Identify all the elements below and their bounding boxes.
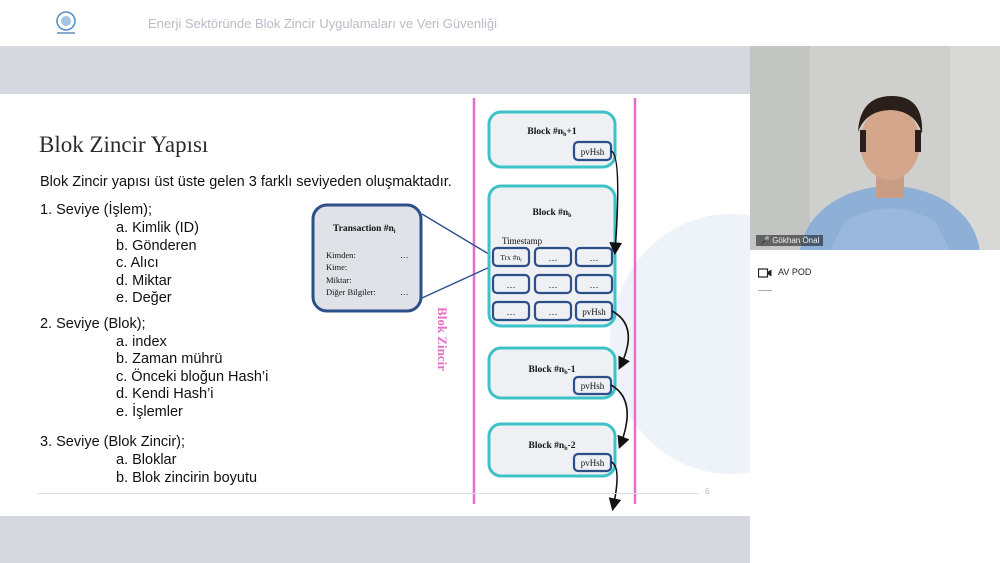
participant-name-tag: 🎤 Gökhan Önal xyxy=(756,235,824,246)
hash-arrow-next-to-current xyxy=(609,150,623,256)
transaction-field: Kimden: xyxy=(326,250,356,260)
trx-cell-highlighted xyxy=(491,246,531,268)
trx-cell xyxy=(533,273,573,295)
hash-arrow-prev2-down xyxy=(608,461,622,512)
block-next-hash: pvHsh xyxy=(581,147,605,157)
level-2-item: d. Kendi Hash’i xyxy=(116,386,214,402)
level-3-item: b. Blok zincirin boyutu xyxy=(116,470,258,486)
trx-cell xyxy=(491,300,531,322)
transaction-field-value: … xyxy=(400,250,409,260)
level-2-item: b. Zaman mührü xyxy=(116,351,223,367)
tx-connector-top xyxy=(421,213,493,257)
level-1-item: d. Miktar xyxy=(116,273,172,289)
trx-cell-ellipsis: … xyxy=(507,307,516,317)
block-next-label: Block #nb+1 xyxy=(527,127,576,138)
conference-header: Enerji Sektöründe Blok Zincir Uygulamala… xyxy=(0,0,1000,46)
trx-cell xyxy=(574,246,614,268)
av-pod-label: AV POD xyxy=(778,267,812,277)
level-2-item: e. İşlemler xyxy=(116,404,183,420)
hash-arrow-current-to-prev1 xyxy=(611,310,630,370)
trx-cell-ellipsis: … xyxy=(549,280,558,290)
transaction-field: Kime: xyxy=(326,262,347,272)
conference-title: Enerji Sektöründe Blok Zincir Uygulamala… xyxy=(148,16,497,31)
av-pod-bar[interactable]: AV POD xyxy=(750,264,1000,283)
trx-cell-ellipsis: … xyxy=(549,253,558,263)
block-current-timestamp: Timestamp xyxy=(502,236,543,246)
slide-intro: Blok Zincir yapısı üst üste gelen 3 fark… xyxy=(40,174,452,190)
block-prev-1-label: Block #nb-1 xyxy=(529,365,576,376)
shared-slide: Blok Zincir Yapısı Blok Zincir yapısı üs… xyxy=(0,94,750,516)
trx-cell-ellipsis: … xyxy=(549,307,558,317)
level-1-item: b. Gönderen xyxy=(116,238,197,254)
participant-name: Gökhan Önal xyxy=(772,236,820,245)
hash-arrow-prev1-to-prev2 xyxy=(610,384,630,449)
trx-cell xyxy=(533,246,573,268)
participant-panel: 🎤 Gökhan Önal AV POD xyxy=(750,46,1000,563)
slide-page-number: 6 xyxy=(705,487,710,496)
trx-cell-ellipsis: … xyxy=(590,280,599,290)
video-camera-icon xyxy=(758,268,772,278)
trx-cell-label: Trx #ni xyxy=(500,253,522,264)
transaction-field-value: … xyxy=(400,287,409,297)
trx-cell-ellipsis: … xyxy=(507,280,516,290)
transaction-field: Diğer Bilgiler: xyxy=(326,287,376,297)
participant-video[interactable]: 🎤 Gökhan Önal xyxy=(750,46,1000,250)
level-2-heading: 2. Seviye (Blok); xyxy=(40,316,146,332)
blockchain-diagram: Blok Zincir Transaction #ni Kimden: … Ki… xyxy=(311,98,637,512)
level-2-item: c. Önceki bloğun Hash’i xyxy=(116,369,269,385)
level-1-item: c. Alıcı xyxy=(116,255,159,271)
trx-cell xyxy=(574,273,614,295)
level-3-heading: 3. Seviye (Blok Zincir); xyxy=(40,434,186,450)
level-1-item: e. Değer xyxy=(116,290,172,306)
trx-cell xyxy=(491,273,531,295)
trx-cell xyxy=(533,300,573,322)
transaction-field: Miktar: xyxy=(326,275,352,285)
speaker-video-frame xyxy=(750,46,1000,250)
trx-cell-ellipsis: … xyxy=(590,253,599,263)
level-2-item: a. index xyxy=(116,334,167,350)
block-prev-2-hash: pvHsh xyxy=(581,458,605,468)
level-1-heading: 1. Seviye (İşlem); xyxy=(40,202,152,218)
mic-icon: 🎤 xyxy=(760,236,770,245)
block-current-label: Block #nb xyxy=(533,208,573,219)
transaction-title: Transaction #ni xyxy=(333,224,396,235)
conference-logo-icon xyxy=(56,11,76,34)
panel-divider xyxy=(758,290,772,291)
tx-connector-bottom xyxy=(421,265,493,299)
transaction-box xyxy=(311,203,423,313)
slide-title: Blok Zincir Yapısı xyxy=(39,132,209,157)
level-3-item: a. Bloklar xyxy=(116,452,177,468)
chain-label: Blok Zincir xyxy=(435,307,450,371)
block-current-hash: pvHsh xyxy=(582,307,606,317)
slide-footer-divider xyxy=(38,493,698,494)
block-prev-2-label: Block #nb-2 xyxy=(529,441,576,452)
level-1-item: a. Kimlik (ID) xyxy=(116,220,199,236)
block-prev-1-hash: pvHsh xyxy=(581,381,605,391)
